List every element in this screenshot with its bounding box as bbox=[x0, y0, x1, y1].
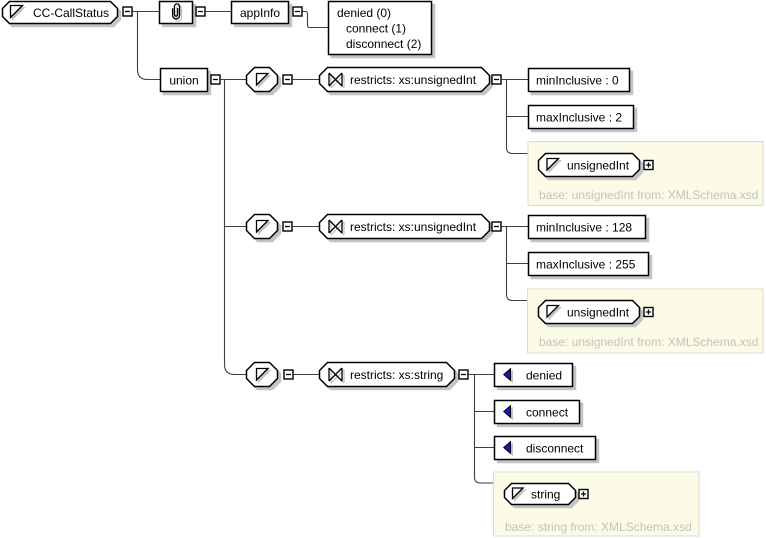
restriction-label: restricts: xs:unsignedInt bbox=[350, 73, 477, 87]
facet-node-mininclusive-0[interactable]: minInclusive : 0 bbox=[527, 67, 631, 93]
member-1-restriction-shape[interactable] bbox=[318, 66, 491, 93]
root-node-shape[interactable] bbox=[1, 0, 119, 25]
simple-type-icon bbox=[546, 157, 561, 172]
paperclip-icon bbox=[171, 3, 181, 20]
restriction-bowtie-icon bbox=[328, 367, 343, 382]
facet-label: minInclusive : 0 bbox=[536, 74, 619, 88]
simple-type-icon bbox=[255, 219, 270, 234]
root-simpletype-node[interactable]: CC-CallStatus bbox=[1, 0, 119, 25]
facet-node-shape[interactable] bbox=[527, 251, 650, 277]
facet-label: minInclusive : 128 bbox=[536, 221, 632, 235]
enumeration-icon bbox=[502, 440, 512, 455]
expand-button-base-3[interactable] bbox=[578, 488, 589, 500]
member-2-restriction-shape[interactable] bbox=[318, 213, 491, 240]
expand-button-base-1[interactable] bbox=[643, 159, 654, 171]
connector bbox=[505, 79, 529, 155]
connector bbox=[302, 10, 329, 29]
base-type-label: unsignedInt bbox=[567, 306, 630, 320]
appinfo-node-shape[interactable] bbox=[230, 0, 290, 25]
base-note-text: base: unsignedInt from: XMLSchema.xsd bbox=[539, 188, 758, 202]
expand-button-base-2[interactable] bbox=[643, 306, 654, 318]
enum-node-shape[interactable] bbox=[493, 399, 581, 425]
base-type-panel-3: string base: string from: XMLSchema.xsd bbox=[493, 471, 700, 537]
base-note-text: base: string from: XMLSchema.xsd bbox=[505, 520, 692, 534]
collapse-button-restriction-2[interactable] bbox=[491, 221, 502, 232]
restriction-label: restricts: xs:unsignedInt bbox=[350, 220, 477, 234]
connector bbox=[505, 226, 528, 302]
appinfo-node[interactable]: appInfo bbox=[230, 0, 290, 25]
documentation-box[interactable]: denied (0) connect (1) disconnect (2) bbox=[327, 0, 433, 56]
collapse-button-member-3[interactable] bbox=[283, 369, 294, 380]
collapse-button-root[interactable] bbox=[122, 6, 133, 17]
collapse-button-restriction-3[interactable] bbox=[458, 369, 469, 380]
restriction-bowtie-icon bbox=[328, 72, 343, 87]
collapse-button-restriction-1[interactable] bbox=[491, 74, 502, 85]
enumeration-icon bbox=[502, 367, 512, 382]
simple-type-icon bbox=[9, 4, 25, 20]
member-2-restriction-node[interactable]: restricts: xs:unsignedInt bbox=[318, 213, 491, 240]
member-1-simpletype-node[interactable] bbox=[245, 66, 279, 93]
doc-line: disconnect (2) bbox=[346, 37, 421, 51]
connector bbox=[136, 11, 160, 81]
collapse-button-annotation[interactable] bbox=[195, 6, 206, 17]
member-3-simpletype-node[interactable] bbox=[245, 361, 279, 388]
base-type-panel-2: unsignedInt base: unsignedInt from: XMLS… bbox=[527, 288, 764, 354]
doc-line: connect (1) bbox=[346, 22, 406, 36]
enum-label: denied bbox=[526, 369, 562, 383]
connector bbox=[223, 79, 247, 376]
enum-node-connect[interactable]: connect bbox=[493, 399, 581, 425]
base-type-node-unsignedint-2[interactable] bbox=[537, 299, 641, 325]
member-1-restriction-node[interactable]: restricts: xs:unsignedInt bbox=[318, 66, 491, 93]
enum-node-disconnect[interactable]: disconnect bbox=[493, 435, 597, 461]
simple-type-icon bbox=[511, 487, 525, 501]
member-3-restriction-node[interactable]: restricts: xs:string bbox=[318, 361, 456, 388]
enumeration-icon bbox=[502, 404, 512, 419]
union-node-shape[interactable] bbox=[159, 67, 209, 93]
enum-node-shape[interactable] bbox=[493, 362, 574, 388]
doc-line: denied (0) bbox=[337, 6, 391, 20]
base-note-text: base: unsignedInt from: XMLSchema.xsd bbox=[539, 335, 758, 349]
union-node[interactable]: union bbox=[159, 67, 209, 93]
collapse-button-union[interactable] bbox=[210, 74, 221, 85]
simple-type-icon bbox=[546, 304, 561, 319]
member-3-restriction-shape[interactable] bbox=[318, 361, 456, 388]
root-node-label: CC-CallStatus bbox=[33, 6, 109, 20]
collapse-button-appinfo[interactable] bbox=[292, 6, 303, 17]
enum-node-denied[interactable]: denied bbox=[493, 362, 574, 388]
base-type-label: string bbox=[531, 488, 560, 502]
enum-label: disconnect bbox=[526, 442, 584, 456]
facet-node-shape[interactable] bbox=[527, 214, 647, 240]
restriction-label: restricts: xs:string bbox=[350, 368, 443, 382]
enum-node-shape[interactable] bbox=[493, 435, 597, 461]
base-type-label: unsignedInt bbox=[567, 159, 630, 173]
base-type-panel-1: unsignedInt base: unsignedInt from: XMLS… bbox=[527, 141, 764, 206]
member-2-simpletype-node[interactable] bbox=[245, 213, 279, 240]
simple-type-icon bbox=[255, 72, 270, 87]
facet-node-shape[interactable] bbox=[527, 67, 631, 93]
enum-label: connect bbox=[526, 406, 569, 420]
documentation-box-shape[interactable] bbox=[327, 0, 433, 56]
appinfo-label: appInfo bbox=[240, 6, 280, 20]
base-type-node-unsignedint-1[interactable] bbox=[537, 152, 641, 178]
facet-label: maxInclusive : 255 bbox=[536, 258, 636, 272]
simple-type-icon bbox=[255, 367, 270, 382]
facet-node-maxinclusive-2[interactable]: maxInclusive : 2 bbox=[527, 104, 635, 130]
connector bbox=[473, 374, 494, 484]
restriction-bowtie-icon bbox=[328, 219, 343, 234]
collapse-button-member-2[interactable] bbox=[282, 221, 293, 232]
connectors bbox=[132, 10, 529, 484]
annotation-node-shape[interactable] bbox=[158, 0, 194, 25]
facet-label: maxInclusive : 2 bbox=[536, 111, 622, 125]
facet-node-maxinclusive-255[interactable]: maxInclusive : 255 bbox=[527, 251, 650, 277]
facet-node-mininclusive-128[interactable]: minInclusive : 128 bbox=[527, 214, 647, 240]
annotation-node[interactable] bbox=[158, 0, 194, 25]
facet-node-shape[interactable] bbox=[527, 104, 635, 130]
union-label: union bbox=[169, 74, 198, 88]
collapse-button-member-1[interactable] bbox=[282, 74, 293, 85]
